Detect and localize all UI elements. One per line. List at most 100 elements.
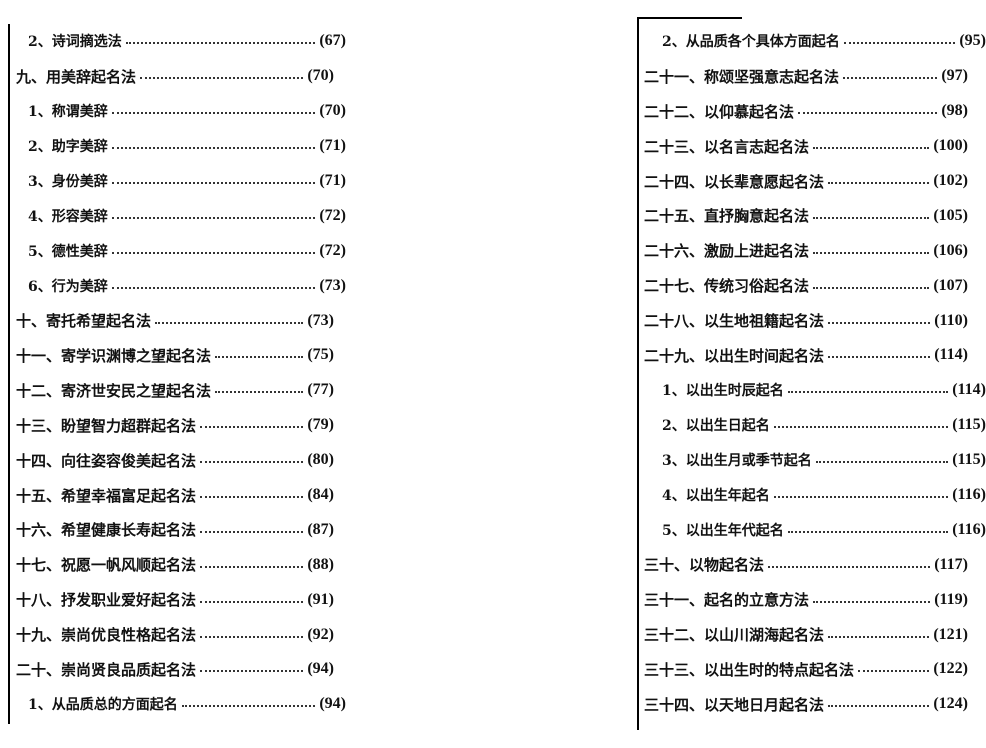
toc-entry-page-number: (80) bbox=[307, 451, 334, 469]
toc-entry-title: 十七、祝愿一帆风顺起名法 bbox=[16, 556, 197, 575]
toc-entry-title: 十、寄托希望起名法 bbox=[16, 312, 152, 331]
toc-entry-title: 二十五、直抒胸意起名法 bbox=[644, 207, 810, 226]
toc-entry[interactable]: 十六、希望健康长寿起名法 (87) bbox=[0, 512, 334, 547]
toc-entry-page-number: (122) bbox=[933, 660, 968, 678]
toc-entry-title: 三十四、以天地日月起名法 bbox=[644, 695, 825, 714]
dot-leader bbox=[828, 356, 931, 359]
toc-entry[interactable]: 九、用美辞起名法(70) bbox=[0, 59, 334, 94]
toc-entry[interactable]: 1、称谓美辞 (70) bbox=[0, 94, 346, 129]
toc-entry-title: 三十一、起名的立意方法 bbox=[644, 591, 810, 610]
toc-entry-page-number: (115) bbox=[952, 416, 986, 434]
toc-entry-page-number: (87) bbox=[307, 520, 334, 538]
toc-entry[interactable]: 二十六、激励上进起名法(106) bbox=[632, 233, 968, 268]
toc-entry-title: 三十二、以山川湖海起名法 bbox=[644, 626, 825, 645]
toc-entry-title: 二十一、称颂坚强意志起名法 bbox=[644, 67, 840, 86]
toc-entry-title: 十六、希望健康长寿起名法 bbox=[16, 521, 197, 540]
toc-entry[interactable]: 1、以出生时辰起名(114) bbox=[632, 373, 986, 408]
toc-entry[interactable]: 三十二、以山川湖海起名法 (121) bbox=[632, 617, 968, 652]
toc-entry-title: 十九、崇尚优良性格起名法 bbox=[16, 626, 197, 645]
toc-entry[interactable]: 1、从品质总的方面起名(94) bbox=[0, 687, 346, 722]
toc-entry[interactable]: 2、从品质各个具体方面起名(95) bbox=[632, 24, 986, 59]
toc-entry-page-number: (88) bbox=[307, 555, 334, 573]
toc-entry[interactable]: 十一、寄学识渊博之望起名法(75) bbox=[0, 338, 334, 373]
toc-entry-title: 十五、希望幸福富足起名法 bbox=[16, 486, 197, 505]
toc-entry-page-number: (72) bbox=[319, 241, 346, 259]
toc-entry[interactable]: 十二、寄济世安民之望起名法(77) bbox=[0, 373, 334, 408]
dot-leader bbox=[828, 321, 931, 324]
toc-entry[interactable]: 2、诗词摘选法 (67) bbox=[0, 24, 346, 59]
toc-entry[interactable]: 二十三、以名言志起名法(100) bbox=[632, 129, 968, 164]
toc-entry-page-number: (95) bbox=[959, 32, 986, 50]
toc-entry[interactable]: 4、以出生年起名 (116) bbox=[632, 478, 986, 513]
toc-entry-title: 二十九、以出生时间起名法 bbox=[644, 346, 825, 365]
right-toc-list: 2、从品质各个具体方面起名(95)二十一、称颂坚强意志起名法(97)二十二、以仰… bbox=[632, 24, 986, 722]
toc-entry[interactable]: 二十九、以出生时间起名法(114) bbox=[632, 338, 968, 373]
toc-entry[interactable]: 二十二、以仰慕起名法(98) bbox=[632, 94, 968, 129]
toc-entry[interactable]: 二十、崇尚贤良品质起名法(94) bbox=[0, 652, 334, 687]
toc-entry-title: 2、助字美辞 bbox=[28, 139, 108, 156]
toc-entry[interactable]: 十九、崇尚优良性格起名法(92) bbox=[0, 617, 334, 652]
toc-entry-title: 十一、寄学识渊博之望起名法 bbox=[16, 346, 212, 365]
dot-leader bbox=[125, 42, 316, 45]
dot-leader bbox=[200, 426, 304, 429]
toc-entry-page-number: (117) bbox=[934, 555, 968, 573]
toc-entry[interactable]: 二十八、以生地祖籍起名法(110) bbox=[632, 303, 968, 338]
toc-entry-page-number: (121) bbox=[933, 625, 968, 643]
toc-entry-page-number: (70) bbox=[319, 102, 346, 120]
toc-entry-title: 二十四、以长辈意愿起名法 bbox=[644, 172, 825, 191]
dot-leader bbox=[111, 182, 316, 184]
toc-entry[interactable]: 十三、盼望智力超群起名法(79) bbox=[0, 408, 334, 443]
toc-entry[interactable]: 十、寄托希望起名法(73) bbox=[0, 303, 334, 338]
left-page: 2、诗词摘选法(67)九、用美辞起名法(70)1、称谓美辞(70)2、助字美辞(… bbox=[0, 0, 350, 748]
toc-entry[interactable]: 十七、祝愿一帆风顺起名法 (88) bbox=[0, 547, 334, 582]
dot-leader bbox=[813, 147, 930, 150]
toc-entry-title: 十三、盼望智力超群起名法 bbox=[16, 416, 197, 435]
toc-entry[interactable]: 二十七、传统习俗起名法(107) bbox=[632, 268, 968, 303]
toc-entry[interactable]: 二十五、直抒胸意起名法(105) bbox=[632, 198, 968, 233]
toc-entry[interactable]: 三十三、以出生时的特点起名法(122) bbox=[632, 652, 968, 687]
left-margin-rule bbox=[8, 24, 10, 724]
toc-entry[interactable]: 3、以出生月或季节起名(115) bbox=[632, 443, 986, 478]
toc-entry-title: 2、诗词摘选法 bbox=[28, 34, 122, 51]
toc-entry-title: 6、行为美辞 bbox=[28, 278, 108, 295]
toc-entry[interactable]: 十五、希望幸福富足起名法(84) bbox=[0, 478, 334, 513]
toc-entry-title: 1、称谓美辞 bbox=[28, 104, 108, 121]
dot-leader bbox=[200, 565, 304, 568]
toc-entry[interactable]: 二十四、以长辈意愿起名法(102) bbox=[632, 164, 968, 199]
right-margin-rule bbox=[637, 18, 639, 730]
dot-leader bbox=[773, 496, 949, 499]
toc-entry-page-number: (91) bbox=[307, 590, 334, 608]
toc-entry-title: 九、用美辞起名法 bbox=[16, 67, 137, 86]
toc-entry-page-number: (110) bbox=[934, 311, 968, 329]
toc-entry[interactable]: 三十、以物起名法 (117) bbox=[632, 547, 968, 582]
toc-entry-page-number: (67) bbox=[319, 32, 346, 50]
toc-entry-title: 三十、以物起名法 bbox=[644, 556, 765, 575]
dot-leader bbox=[828, 705, 930, 708]
toc-entry[interactable]: 三十一、起名的立意方法(119) bbox=[632, 582, 968, 617]
dot-leader bbox=[111, 216, 316, 219]
toc-entry-title: 4、以出生年起名 bbox=[662, 488, 770, 505]
toc-entry-page-number: (100) bbox=[933, 137, 968, 155]
toc-entry[interactable]: 4、形容美辞(72) bbox=[0, 198, 346, 233]
toc-entry[interactable]: 二十一、称颂坚强意志起名法(97) bbox=[632, 59, 968, 94]
toc-entry[interactable]: 2、助字美辞(71) bbox=[0, 129, 346, 164]
toc-entry[interactable]: 6、行为美辞(73) bbox=[0, 268, 346, 303]
toc-entry[interactable]: 5、以出生年代起名(116) bbox=[632, 512, 986, 547]
toc-entry[interactable]: 十八、抒发职业爱好起名法 (91) bbox=[0, 582, 334, 617]
dot-leader bbox=[787, 391, 949, 394]
dot-leader bbox=[181, 705, 316, 708]
toc-entry-page-number: (77) bbox=[307, 381, 334, 399]
left-toc-list: 2、诗词摘选法(67)九、用美辞起名法(70)1、称谓美辞(70)2、助字美辞(… bbox=[0, 24, 350, 722]
dot-leader bbox=[815, 461, 949, 464]
toc-entry[interactable]: 3、身份美辞(71) bbox=[0, 164, 346, 199]
toc-entry[interactable]: 十四、向往姿容俊美起名法(80) bbox=[0, 443, 334, 478]
toc-entry[interactable]: 5、德性美辞(72) bbox=[0, 233, 346, 268]
toc-entry-title: 1、从品质总的方面起名 bbox=[28, 697, 178, 714]
toc-entry-title: 3、以出生月或季节起名 bbox=[662, 453, 812, 470]
toc-entry[interactable]: 2、以出生日起名(115) bbox=[632, 408, 986, 443]
toc-entry[interactable]: 三十四、以天地日月起名法(124) bbox=[632, 687, 968, 722]
dot-leader bbox=[813, 600, 931, 603]
toc-entry-page-number: (116) bbox=[952, 486, 986, 504]
dot-leader bbox=[813, 251, 930, 254]
toc-entry-title: 十八、抒发职业爱好起名法 bbox=[16, 591, 197, 610]
